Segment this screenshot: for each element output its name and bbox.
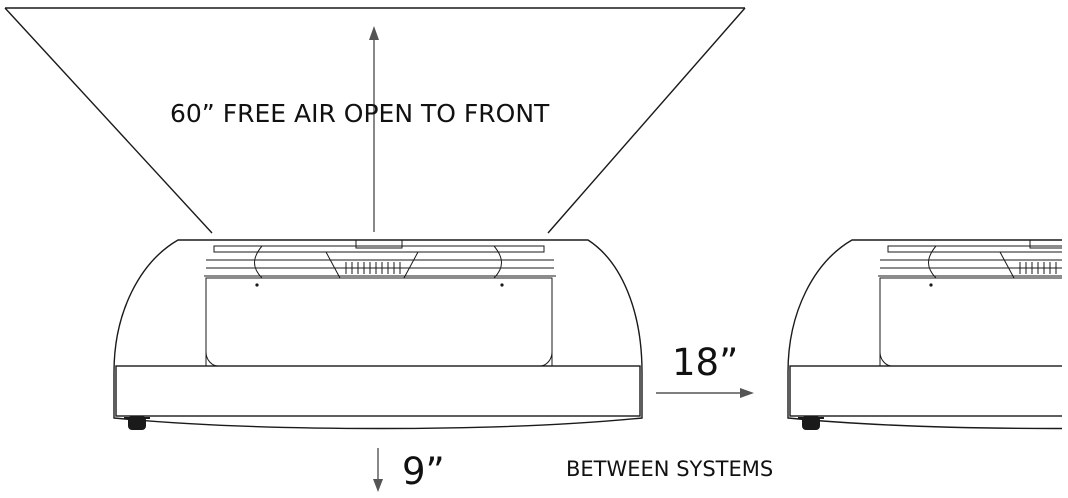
heater-unit-left	[113, 239, 643, 430]
free-air-cone	[4, 7, 746, 234]
vent-grille-right	[1019, 262, 1057, 274]
bottom-gap-label: 9”	[402, 450, 445, 493]
between-systems-label: BETWEEN SYSTEMS	[566, 457, 773, 481]
bottom-gap-arrow	[373, 448, 383, 492]
wheel-left	[124, 416, 150, 430]
airflow-arrow-up	[369, 26, 379, 232]
fan-guard-left	[204, 239, 556, 287]
wheel-right	[798, 416, 824, 430]
vent-grille-left	[345, 262, 401, 274]
free-air-label: 60” FREE AIR OPEN TO FRONT	[170, 99, 550, 128]
fan-guard-right	[878, 239, 1062, 287]
heater-unit-right	[787, 239, 1062, 430]
side-gap-label: 18”	[672, 341, 738, 384]
side-gap-arrow	[656, 388, 754, 398]
